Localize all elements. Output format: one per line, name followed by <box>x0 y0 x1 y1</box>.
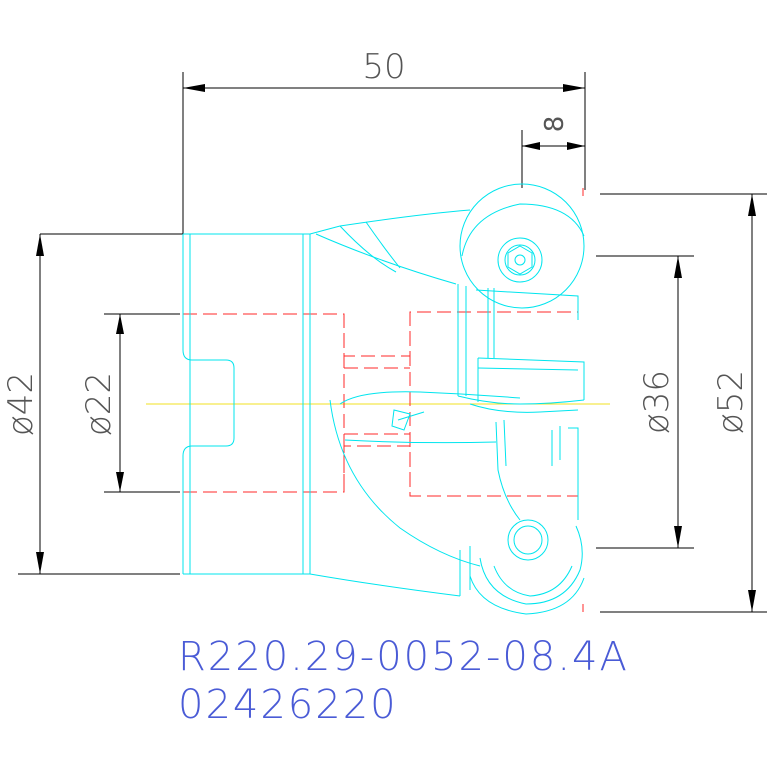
dimension-dia-36: ø36 <box>596 255 694 549</box>
part-designation: R220.29-0052-08.4A <box>178 634 629 680</box>
dimension-dia-36-label: ø36 <box>637 370 677 434</box>
dimension-dia-52: ø52 <box>600 193 767 613</box>
hidden-lines <box>183 188 584 612</box>
dimension-small-length-label: 8 <box>540 116 570 133</box>
dimension-dia-42: ø42 <box>1 234 180 575</box>
dimension-dia-22-label: ø22 <box>79 372 119 436</box>
dimension-small-length: 8 <box>521 116 585 188</box>
dimension-dia-22: ø22 <box>79 313 180 493</box>
cutter-body-outline <box>182 183 585 615</box>
dimension-overall-length: 50 <box>40 47 586 235</box>
part-item-number: 02426220 <box>178 682 398 728</box>
dimension-dia-52-label: ø52 <box>711 370 751 434</box>
dimension-dia-42-label: ø42 <box>1 372 41 436</box>
dimension-overall-length-label: 50 <box>362 47 405 87</box>
